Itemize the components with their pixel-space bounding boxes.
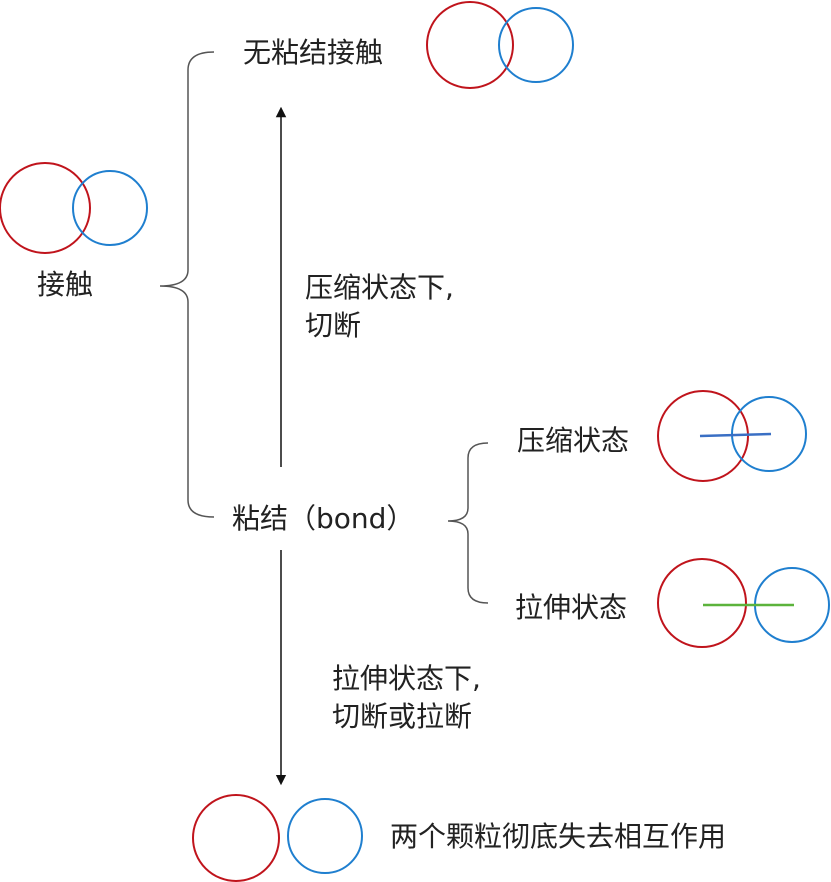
- compression-break-label-line1: 压缩状态下,: [305, 271, 454, 304]
- tension-particles: [657, 558, 830, 648]
- compression-particles: [657, 390, 807, 482]
- no-bond-contact-label: 无粘结接触: [243, 36, 383, 69]
- tension-break-label-line2: 切断或拉断: [332, 700, 472, 733]
- no-bond-particle-blue: [498, 7, 574, 83]
- contact-particle-blue: [72, 170, 148, 246]
- no-bond-particles: [426, 1, 574, 89]
- contact-label: 接触: [37, 268, 93, 301]
- compression-bond-line: [699, 432, 772, 438]
- compression-particle-red: [657, 390, 749, 482]
- separated-particles: [192, 794, 363, 882]
- compression-state-label: 压缩状态: [517, 424, 629, 457]
- contact-particles: [0, 162, 148, 254]
- separated-particle-blue: [287, 798, 363, 874]
- tension-break-label-line1: 拉伸状态下,: [332, 662, 481, 695]
- bond-brace: [447, 442, 489, 604]
- tension-particle-red: [657, 558, 747, 648]
- separated-particle-red: [192, 794, 280, 882]
- compression-break-label-line2: 切断: [305, 309, 361, 342]
- contact-particle-red: [0, 162, 91, 254]
- tension-state-label: 拉伸状态: [515, 591, 627, 624]
- no-bond-particle-red: [426, 1, 514, 89]
- separated-label: 两个颗粒彻底失去相互作用: [390, 820, 726, 853]
- contact-brace: [159, 51, 215, 518]
- bond-label: 粘结（bond）: [232, 502, 414, 535]
